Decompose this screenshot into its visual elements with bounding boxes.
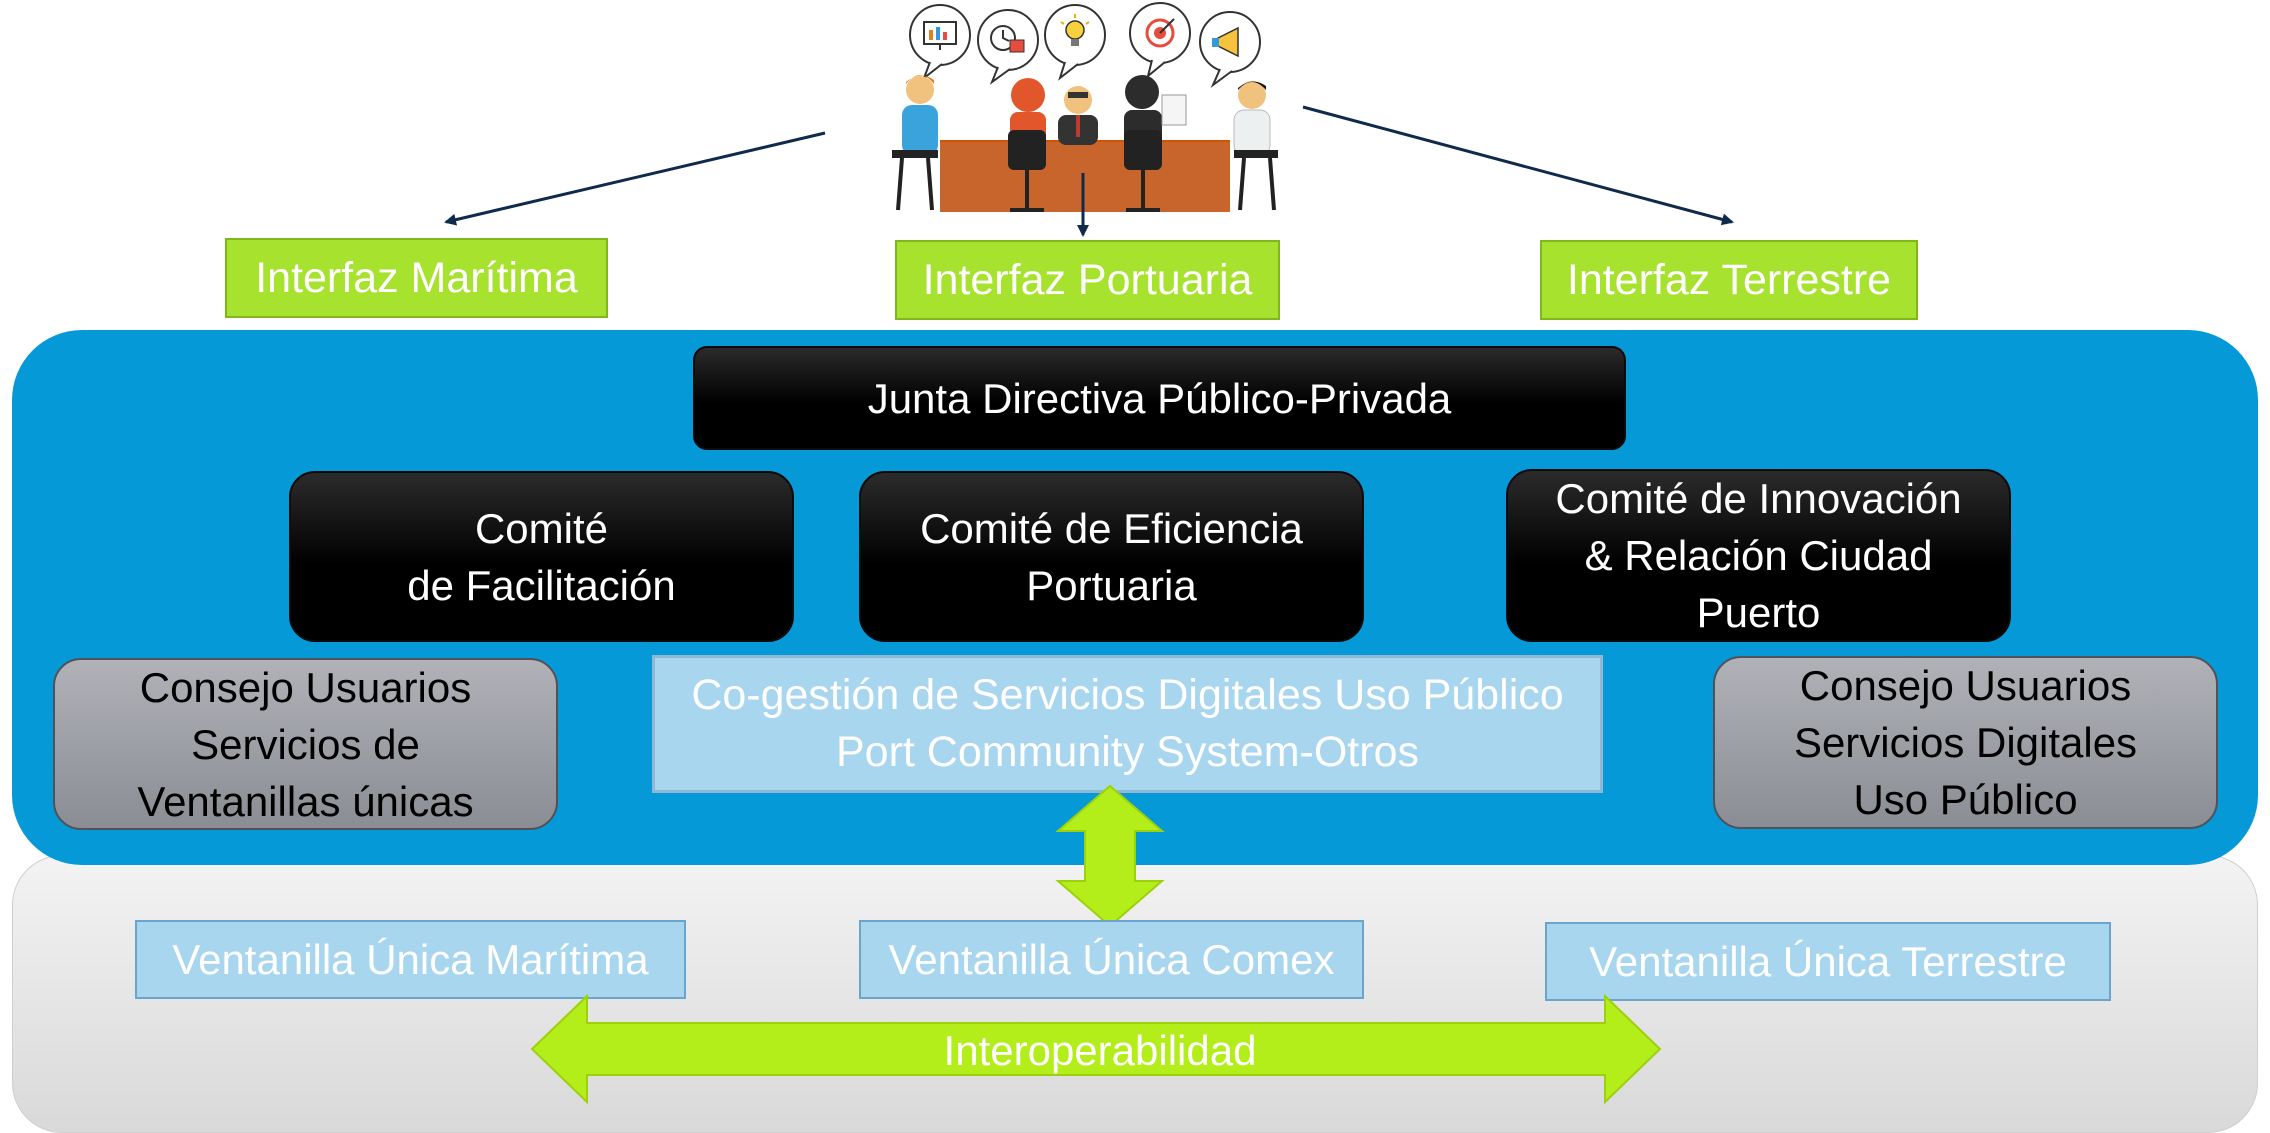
- consejo-ventanillas-box: Consejo Usuarios Servicios de Ventanilla…: [53, 658, 558, 830]
- interfaz-terrestre-label: Interfaz Terrestre: [1540, 240, 1918, 320]
- junta-directiva-box: Junta Directiva Público-Privada: [693, 346, 1626, 450]
- clock-calendar-icon: [977, 9, 1039, 85]
- interoperabilidad-label: Interoperabilidad: [943, 1027, 1257, 1074]
- meeting-illustration-icon: [892, 2, 1278, 212]
- cogestion-box: Co-gestión de Servicios Digitales Uso Pú…: [652, 655, 1603, 793]
- ventanilla-comex-box: Ventanilla Única Comex: [859, 920, 1364, 999]
- comite-facilitacion-box: Comité de Facilitación: [289, 471, 794, 642]
- megaphone-icon: [1199, 11, 1261, 89]
- ventanilla-maritima-box: Ventanilla Única Marítima: [135, 920, 686, 999]
- interfaz-maritima-label: Interfaz Marítima: [225, 238, 608, 318]
- arrow-to-terrestre: [1302, 105, 1734, 226]
- presentation-board-icon: [909, 4, 971, 81]
- consejo-digitales-box: Consejo Usuarios Servicios Digitales Uso…: [1713, 656, 2218, 829]
- target-icon: [1129, 2, 1191, 79]
- comite-eficiencia-box: Comité de Eficiencia Portuaria: [859, 471, 1364, 642]
- lightbulb-icon: [1044, 4, 1106, 81]
- interoperabilidad-arrow: [530, 993, 1662, 1105]
- arrow-to-maritima: [444, 131, 826, 226]
- comite-innovacion-box: Comité de Innovación & Relación Ciudad P…: [1506, 469, 2011, 642]
- ventanilla-terrestre-box: Ventanilla Única Terrestre: [1545, 922, 2111, 1001]
- interfaz-portuaria-label: Interfaz Portuaria: [895, 240, 1280, 320]
- vertical-double-arrow: [1055, 784, 1165, 928]
- meeting-arrows: [444, 105, 1734, 237]
